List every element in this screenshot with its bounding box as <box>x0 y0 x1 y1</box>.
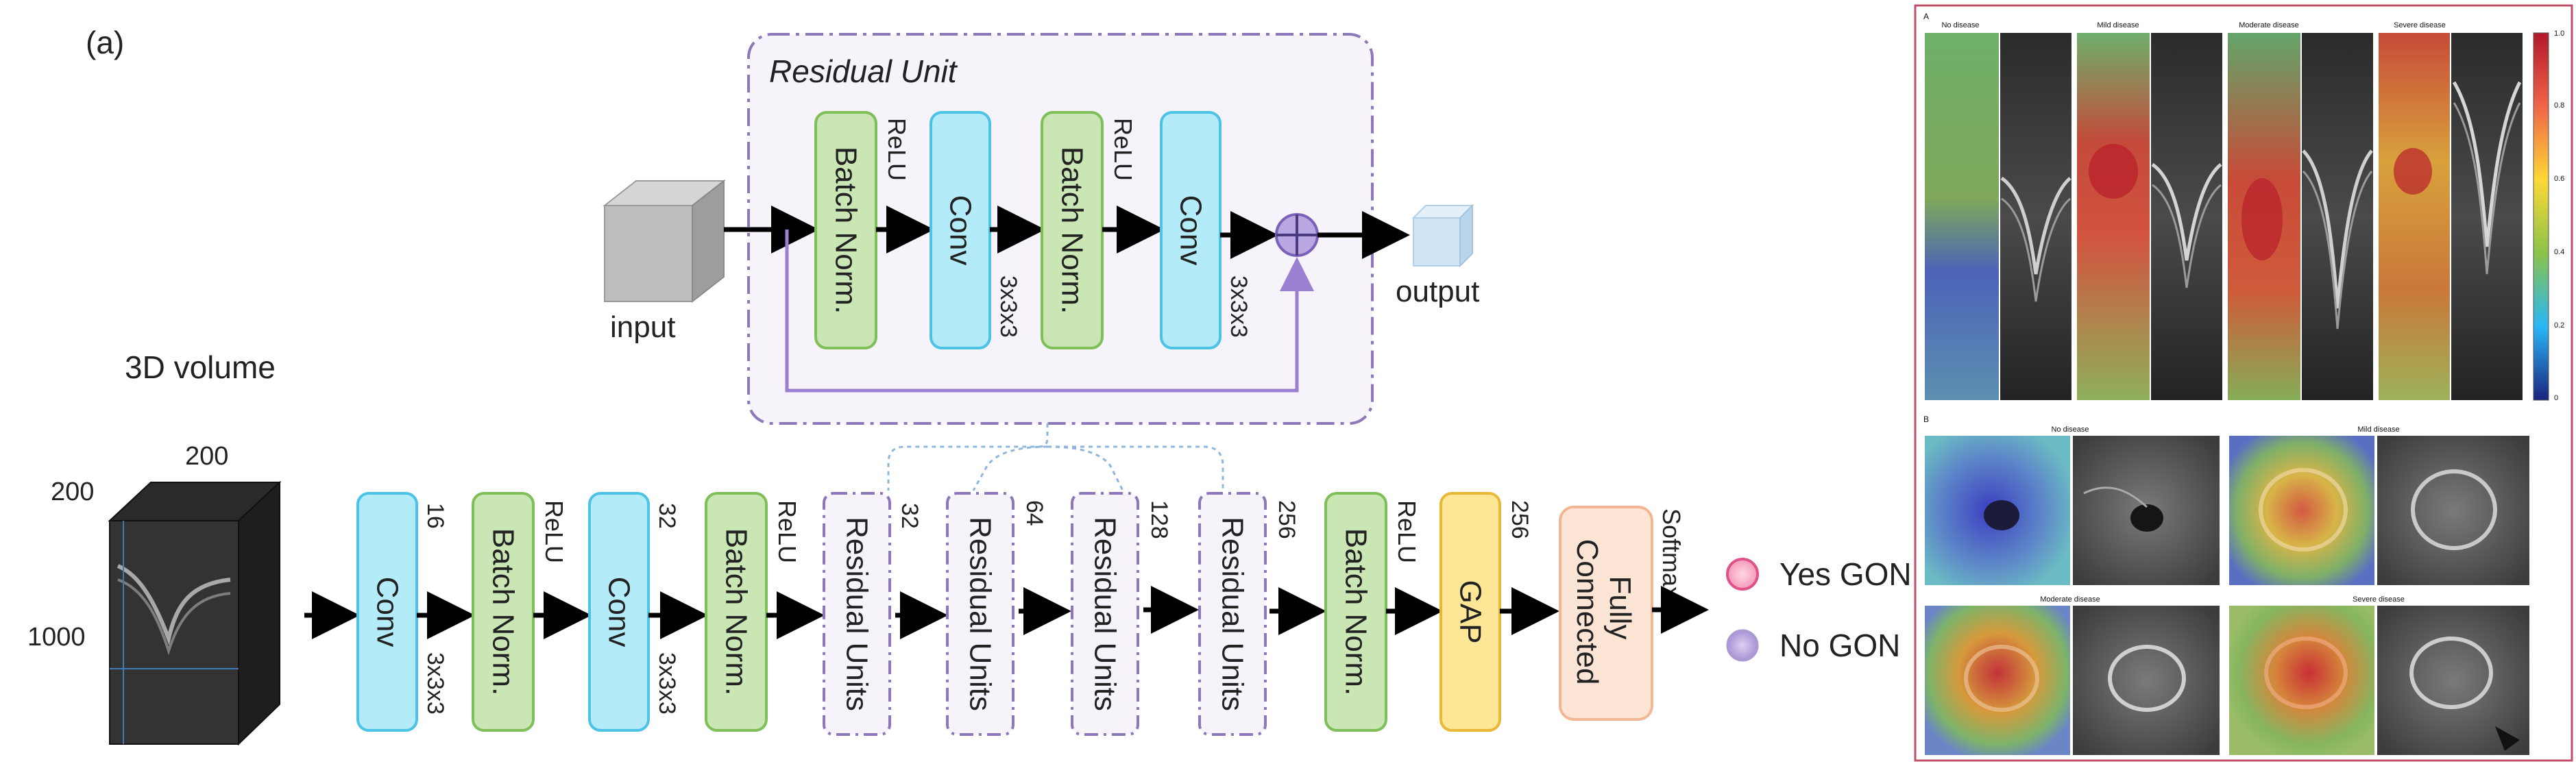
softmax-label: Softmax <box>1657 508 1686 599</box>
fundus-heatmap-mild-disease <box>2229 436 2529 585</box>
oct-volume-image <box>108 480 282 746</box>
channels-label-res2: 64 <box>1021 500 1047 526</box>
conv-label-2: Conv <box>603 577 636 647</box>
no-gon-marker-icon <box>1726 629 1759 662</box>
section-a-col-4: Severe disease <box>2394 21 2446 29</box>
ru-kernel-label-2: 3x3x3 <box>1226 275 1252 338</box>
colorbar-tick-2: 0.8 <box>2554 101 2564 110</box>
section-a-col-3: Moderate disease <box>2239 21 2298 29</box>
batchnorm-block-2 <box>705 492 768 732</box>
conv-block-1 <box>356 492 418 732</box>
residual-units-label-2: Residual Units <box>964 517 997 711</box>
colorbar-tick-3: 0.6 <box>2554 175 2564 183</box>
channels-label-32: 32 <box>654 503 680 529</box>
yes-gon-label: Yes GON <box>1779 556 1912 592</box>
fundus-heatmap-no-disease <box>1925 436 2220 585</box>
skip-connection <box>785 230 1314 393</box>
fundus-heatmap-moderate-disease <box>1925 606 2220 755</box>
ru-kernel-label-1: 3x3x3 <box>995 275 1021 338</box>
section-a-col-1: No disease <box>1941 21 1979 29</box>
oct-heatmap-no-disease <box>1925 33 2071 400</box>
channels-label-gap: 256 <box>1507 500 1533 539</box>
section-b-label: B <box>1923 415 1929 424</box>
volume-height-label: 1000 <box>27 623 86 652</box>
residual-units-label-1: Residual Units <box>840 517 874 711</box>
add-operator-icon <box>1275 213 1319 257</box>
residual-units-block-2 <box>946 492 1014 736</box>
volume-depth-label: 200 <box>185 442 228 471</box>
gap-label: GAP <box>1454 580 1487 644</box>
volume-title: 3D volume <box>125 349 276 385</box>
channels-label-res4: 256 <box>1274 500 1300 539</box>
ru-relu-label-1: ReLU <box>883 118 911 181</box>
volume-width-label: 200 <box>51 478 94 506</box>
section-b-title-2: Mild disease <box>2357 425 2399 434</box>
colorbar-tick-1: 1.0 <box>2554 29 2564 38</box>
ru-conv-block-2 <box>1160 111 1222 349</box>
heatmap-panel: A No disease Mild disease Moderate disea… <box>1914 4 2573 762</box>
section-a-col-2: Mild disease <box>2097 21 2139 29</box>
ru-conv-label-2: Conv <box>1174 195 1208 266</box>
pipeline: Conv 16 3x3x3 Batch Norm. ReLU Conv 32 3… <box>304 492 1709 736</box>
oct-heatmap-moderate-disease <box>2228 33 2373 400</box>
colorbar <box>2533 32 2549 401</box>
fully-connected-block <box>1559 506 1653 721</box>
ru-conv-label-1: Conv <box>944 195 977 266</box>
panel-label: (a) <box>86 25 124 60</box>
conv-block-2 <box>588 492 650 732</box>
legend: Yes GON No GON <box>1726 556 1912 663</box>
section-a-label: A <box>1923 12 1929 21</box>
relu-label-3: ReLU <box>1393 500 1421 563</box>
output-cube-icon <box>1411 203 1474 268</box>
relu-label-2: ReLU <box>773 500 801 563</box>
input-label: input <box>610 310 675 344</box>
channels-label-res3: 128 <box>1146 500 1172 539</box>
ru-batchnorm-label-2: Batch Norm. <box>1056 147 1089 314</box>
batchnorm-label-3: Batch Norm. <box>1339 528 1373 696</box>
channels-label-16: 16 <box>422 503 448 529</box>
fully-connected-label: Fully Connected <box>1570 539 1637 685</box>
residual-units-block-3 <box>1071 492 1139 736</box>
residual-units-block-1 <box>823 492 891 736</box>
fc-line-1: Fully <box>1603 576 1637 639</box>
section-b-title-4: Severe disease <box>2353 595 2405 604</box>
oct-heatmap-mild-disease <box>2077 33 2222 400</box>
relu-label-1: ReLU <box>540 500 568 563</box>
batchnorm-label-1: Batch Norm. <box>487 528 520 696</box>
fc-line-2: Connected <box>1570 539 1604 685</box>
batchnorm-label-2: Batch Norm. <box>720 528 753 696</box>
ru-batchnorm-label-1: Batch Norm. <box>829 147 863 314</box>
fundus-heatmap-severe-disease <box>2229 606 2529 755</box>
kernel-label-conv2: 3x3x3 <box>654 652 680 715</box>
no-gon-label: No GON <box>1779 628 1900 663</box>
colorbar-tick-5: 0.2 <box>2554 321 2564 330</box>
residual-units-label-3: Residual Units <box>1089 517 1122 711</box>
ru-relu-label-2: ReLU <box>1109 118 1137 181</box>
oct-heatmap-severe-disease <box>2379 33 2523 400</box>
colorbar-tick-4: 0.4 <box>2554 248 2564 256</box>
batchnorm-block-1 <box>472 492 535 732</box>
section-b-title-3: Moderate disease <box>2040 595 2100 604</box>
yes-gon-marker-icon <box>1726 558 1759 591</box>
output-label: output <box>1396 275 1479 308</box>
residual-unit: Residual Unit input Batch Norm. ReLU Con… <box>603 33 1479 425</box>
section-b-title-1: No disease <box>2051 425 2089 434</box>
residual-unit-title: Residual Unit <box>769 53 958 89</box>
residual-units-label-4: Residual Units <box>1216 517 1250 711</box>
conv-label-1: Conv <box>371 577 404 647</box>
residual-units-block-4 <box>1198 492 1267 736</box>
input-cube-icon <box>603 179 726 304</box>
channels-label-res1: 32 <box>897 503 923 529</box>
kernel-label-conv1: 3x3x3 <box>422 652 448 715</box>
colorbar-tick-6: 0 <box>2554 394 2558 402</box>
residual-expansion-connector <box>887 423 1224 491</box>
